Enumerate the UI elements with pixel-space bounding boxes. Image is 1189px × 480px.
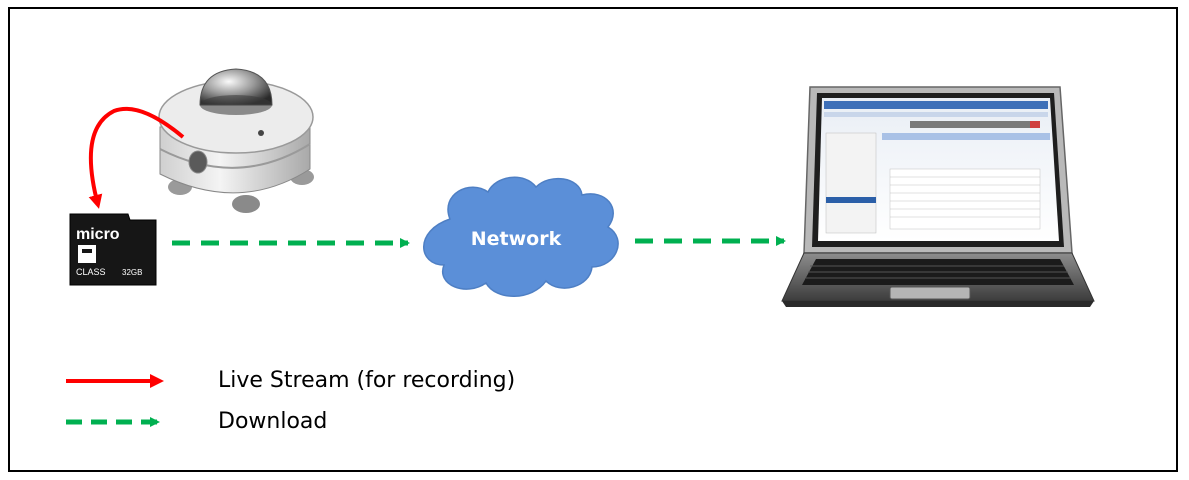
camera-dome-base xyxy=(200,95,272,115)
screen-table xyxy=(889,168,1041,230)
microsd-capacity: 32GB xyxy=(122,268,142,277)
legend-live-stream-label: Live Stream (for recording) xyxy=(218,368,516,393)
network-cloud: Network xyxy=(423,176,619,297)
camera-led xyxy=(258,130,264,136)
laptop-front-edge xyxy=(782,301,1094,307)
network-cloud-shape xyxy=(423,176,619,297)
camera-seam xyxy=(159,143,311,169)
screen-table-box xyxy=(889,168,1041,230)
dome-camera-image xyxy=(158,68,314,213)
screen-title-bar xyxy=(910,121,1030,128)
microsd-card-body xyxy=(69,213,157,286)
camera-port xyxy=(188,150,208,174)
record-flow-arrow xyxy=(88,106,185,209)
screen-panel-header xyxy=(882,133,1050,140)
camera-dome xyxy=(199,68,273,106)
diagram-frame: micro CLASS 32GB Network xyxy=(8,7,1178,472)
screen-sidebar-selected xyxy=(826,197,876,203)
screen-sidebar xyxy=(825,132,877,234)
screen-logo xyxy=(1030,121,1040,128)
microsd-class: CLASS xyxy=(76,267,106,277)
network-label: Network xyxy=(471,228,562,250)
legend-download-label: Download xyxy=(218,409,328,434)
screen-address-bar xyxy=(824,112,1048,117)
laptop-keys xyxy=(806,265,1071,279)
microsd-logo-block xyxy=(78,245,96,263)
microsd-card-image: micro CLASS 32GB xyxy=(69,213,157,286)
laptop-image xyxy=(781,86,1095,307)
diagram-canvas: micro CLASS 32GB Network xyxy=(66,68,1095,427)
screen-browser-bar xyxy=(824,101,1048,109)
microsd-brand: micro xyxy=(76,226,120,243)
laptop-touchpad xyxy=(889,286,971,300)
camera-foot xyxy=(232,195,260,213)
microsd-logo-gap xyxy=(82,249,92,253)
